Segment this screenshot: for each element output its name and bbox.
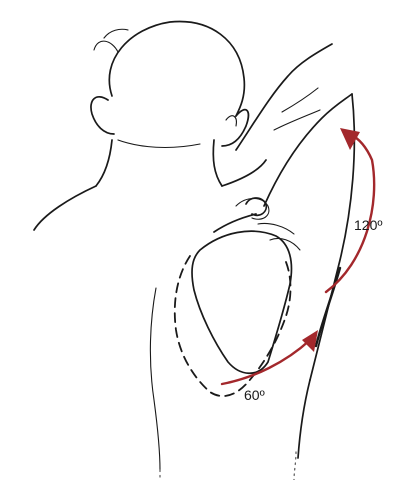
humeral-head [246,198,266,215]
torso-left-edge [150,288,160,470]
hair-strands [94,29,128,52]
shoulder-joint-lines [258,223,300,250]
left-ear [91,97,114,134]
scapula-solid [192,231,291,373]
trapezius-line [222,160,266,186]
torso-lower-right [298,380,310,458]
scapular-spine [214,214,256,232]
neck-crease [118,140,200,147]
arm-muscle-line [274,88,320,130]
neck-right [213,140,222,186]
raised-arm-back [264,94,352,206]
dotted-contour-right [294,452,296,480]
angle-label-60: 60º [244,388,265,402]
ear-detail [226,116,236,126]
lower-rotation-arc [222,340,310,384]
right-ear [222,110,248,146]
upward-rotation-arc [326,134,374,292]
lower-rotation-arrowhead [302,330,318,352]
neck-left [96,140,112,186]
lateral-body-line [316,268,340,346]
head-outline [109,22,244,116]
raised-arm-front [236,44,332,150]
shoulder-left-line [34,186,96,230]
angle-label-120: 120º [354,218,382,232]
